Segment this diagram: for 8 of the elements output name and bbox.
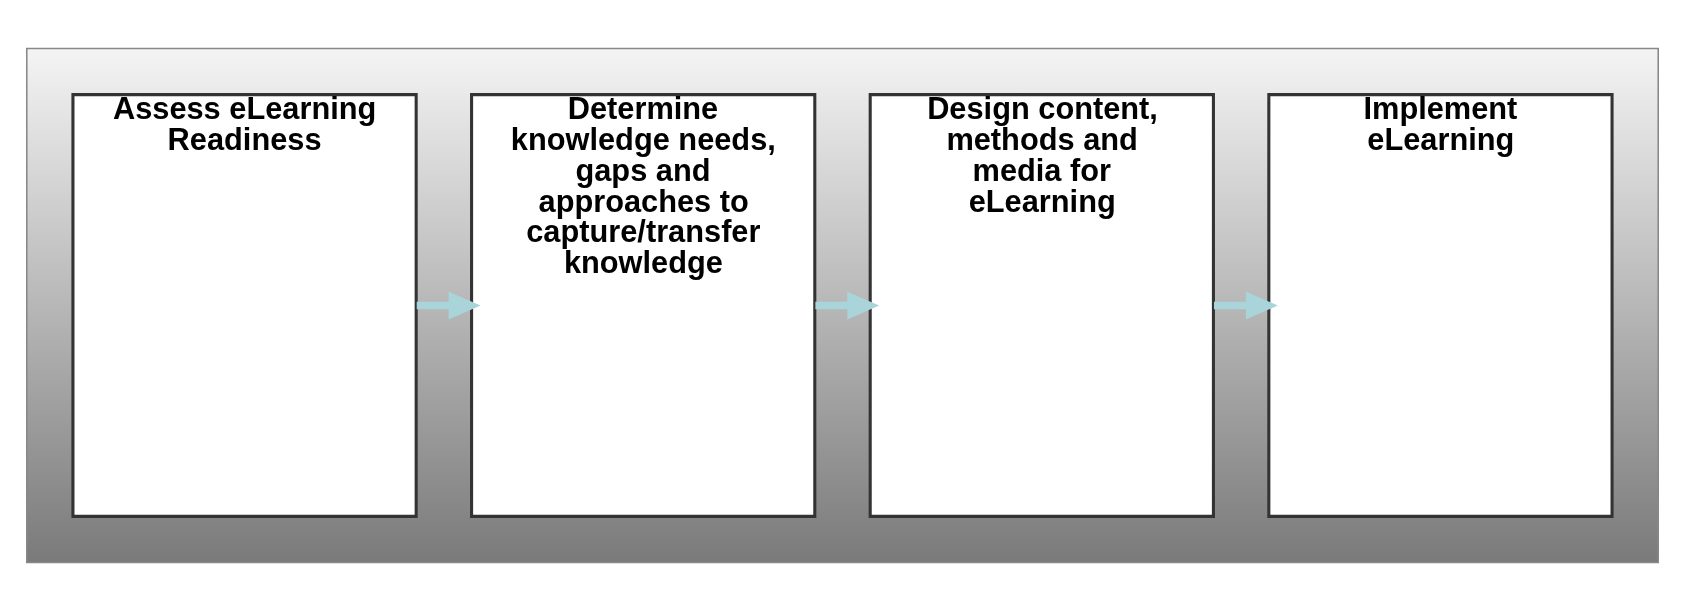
node-box: Determine knowledge needs, gaps and approaches to capture/transfer knowledge xyxy=(470,93,817,518)
arrow xyxy=(815,291,880,320)
cluster xyxy=(26,47,1659,564)
arrow xyxy=(1214,291,1278,320)
arrow xyxy=(416,291,481,320)
node-box: Assess eLearning Readiness xyxy=(71,93,418,518)
node-box: Design content, methods and media for eLearning xyxy=(868,93,1215,518)
node-box: Implement eLearning xyxy=(1267,93,1614,518)
